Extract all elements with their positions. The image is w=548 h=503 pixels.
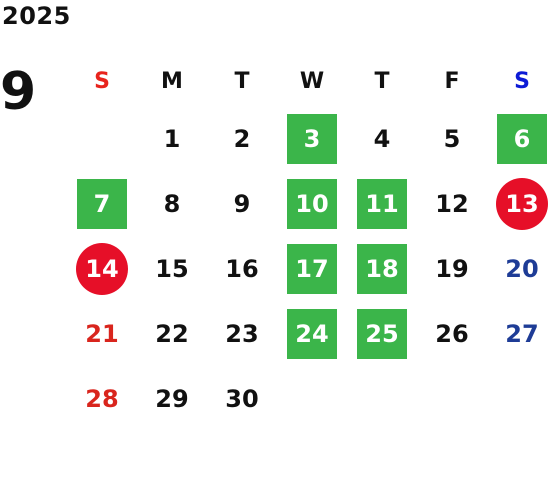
calendar-cell: 28 xyxy=(67,366,137,431)
calendar-cell: 11 xyxy=(347,171,417,236)
calendar-cell: 1 xyxy=(137,106,207,171)
calendar-day[interactable]: 27 xyxy=(505,319,539,348)
calendar-cell: 5 xyxy=(417,106,487,171)
calendar-cell: 22 xyxy=(137,301,207,366)
calendar-day[interactable]: 19 xyxy=(435,254,469,283)
calendar-day[interactable]: 2 xyxy=(233,124,251,153)
calendar-day[interactable]: 5 xyxy=(443,124,461,153)
calendar-cell: 12 xyxy=(417,171,487,236)
calendar-cell: 14 xyxy=(67,236,137,301)
calendar-cell xyxy=(487,366,548,431)
calendar-day[interactable]: 26 xyxy=(435,319,469,348)
calendar-cell: 26 xyxy=(417,301,487,366)
calendar-cell: 20 xyxy=(487,236,548,301)
calendar-cell: 3 xyxy=(277,106,347,171)
highlighted-day[interactable]: 3 xyxy=(287,113,337,164)
weekday-saturday: S xyxy=(514,68,530,94)
calendar-cell: 6 xyxy=(487,106,548,171)
calendar-year: 2025 xyxy=(2,2,71,30)
calendar-day[interactable]: 8 xyxy=(163,189,181,218)
highlighted-day[interactable]: 25 xyxy=(357,308,407,359)
weekday-thursday: T xyxy=(374,68,390,94)
calendar-cell: 10 xyxy=(277,171,347,236)
calendar-cell: 23 xyxy=(207,301,277,366)
calendar-day[interactable]: 30 xyxy=(225,384,259,413)
calendar-cell xyxy=(417,366,487,431)
weekday-monday: M xyxy=(161,68,183,94)
calendar-week-row: 1 2 3 4 5 6 xyxy=(67,106,548,171)
calendar-day[interactable]: 15 xyxy=(155,254,189,283)
calendar-cell: 15 xyxy=(137,236,207,301)
calendar-week-row: 21 22 23 24 25 26 27 xyxy=(67,301,548,366)
calendar-cell: 13 xyxy=(487,171,548,236)
weekday-friday: F xyxy=(444,68,460,94)
calendar-week-row: 14 15 16 17 18 19 20 xyxy=(67,236,548,301)
calendar-cell: 27 xyxy=(487,301,548,366)
calendar-week-row: 7 8 9 10 11 12 13 xyxy=(67,171,548,236)
calendar-week-row: 28 29 30 xyxy=(67,366,548,431)
calendar-cell: 9 xyxy=(207,171,277,236)
highlighted-day[interactable]: 17 xyxy=(287,243,337,294)
calendar-cell: 7 xyxy=(67,171,137,236)
calendar-day[interactable]: 20 xyxy=(505,254,539,283)
calendar-cell: 16 xyxy=(207,236,277,301)
holiday-day[interactable]: 14 xyxy=(76,242,128,295)
calendar-day[interactable]: 16 xyxy=(225,254,259,283)
calendar-day[interactable]: 28 xyxy=(85,384,119,413)
calendar-day[interactable]: 9 xyxy=(233,189,251,218)
highlighted-day[interactable]: 10 xyxy=(287,178,337,229)
calendar-cell xyxy=(277,366,347,431)
calendar-cell: 4 xyxy=(347,106,417,171)
calendar-cell: 25 xyxy=(347,301,417,366)
calendar-day[interactable]: 29 xyxy=(155,384,189,413)
calendar-cell: 24 xyxy=(277,301,347,366)
calendar-cell: 19 xyxy=(417,236,487,301)
calendar-cell: 30 xyxy=(207,366,277,431)
calendar-day[interactable]: 22 xyxy=(155,319,189,348)
calendar-cell xyxy=(347,366,417,431)
weekday-tuesday: T xyxy=(234,68,250,94)
calendar-cell: 29 xyxy=(137,366,207,431)
calendar-cell: 18 xyxy=(347,236,417,301)
highlighted-day[interactable]: 11 xyxy=(357,178,407,229)
calendar-cell: 17 xyxy=(277,236,347,301)
highlighted-day[interactable]: 7 xyxy=(77,178,127,229)
calendar-cell: 21 xyxy=(67,301,137,366)
calendar-cell: 2 xyxy=(207,106,277,171)
highlighted-day[interactable]: 24 xyxy=(287,308,337,359)
holiday-day[interactable]: 13 xyxy=(496,177,548,230)
weekday-header-row: S M T W T F S xyxy=(67,56,548,106)
calendar-day[interactable]: 1 xyxy=(163,124,181,153)
calendar-cell: 8 xyxy=(137,171,207,236)
calendar-month: 9 xyxy=(0,62,37,122)
calendar-day[interactable]: 4 xyxy=(373,124,391,153)
calendar-day[interactable]: 21 xyxy=(85,319,119,348)
weekday-wednesday: W xyxy=(299,68,325,94)
highlighted-day[interactable]: 18 xyxy=(357,243,407,294)
calendar-day[interactable]: 23 xyxy=(225,319,259,348)
calendar-cell xyxy=(67,106,137,171)
highlighted-day[interactable]: 6 xyxy=(497,113,547,164)
calendar-day[interactable]: 12 xyxy=(435,189,469,218)
weekday-sunday: S xyxy=(94,68,110,94)
